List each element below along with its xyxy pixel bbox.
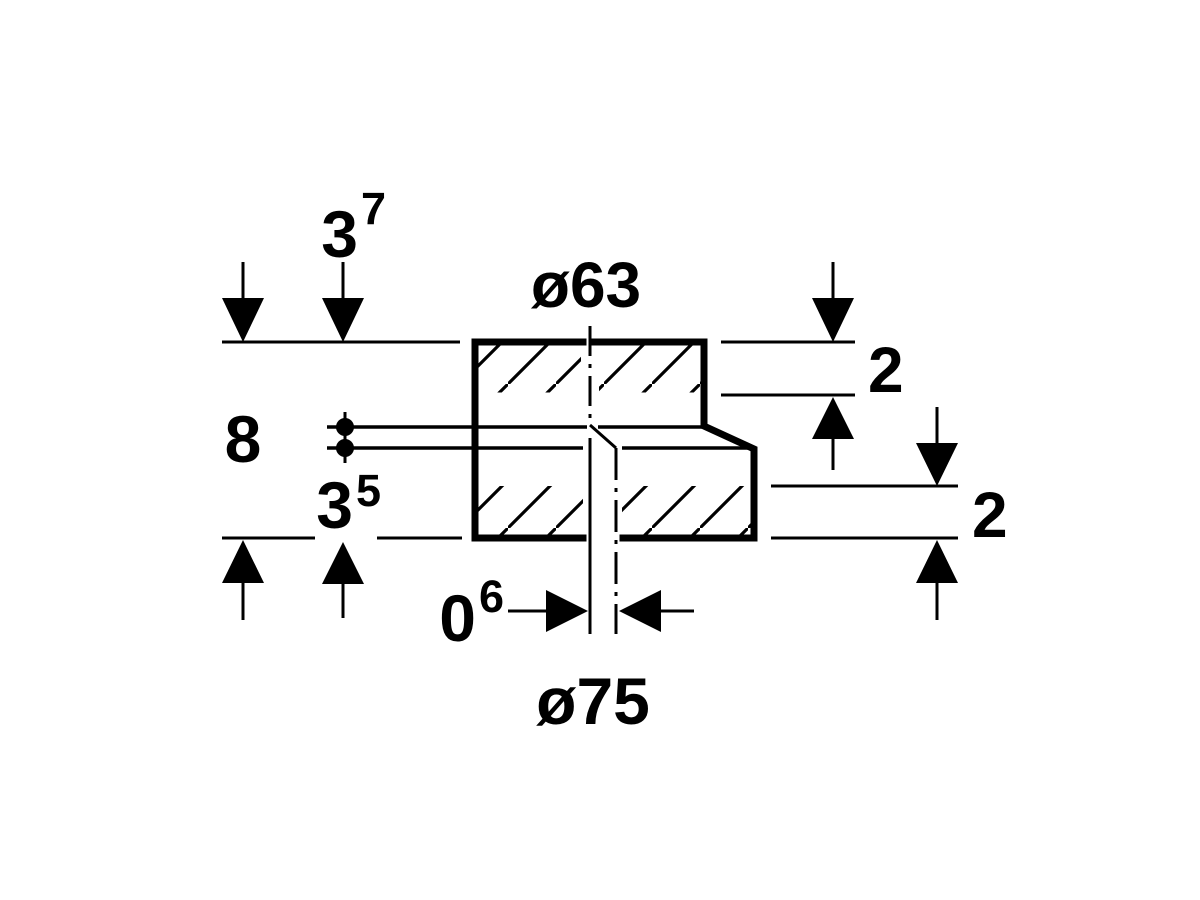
dim-dot-upper (336, 418, 354, 436)
arrow-up-depth-bottom (916, 540, 958, 620)
interior-step-lines (327, 425, 751, 450)
arrow-up-35 (322, 542, 364, 618)
label-dim-06-sup: 6 (479, 571, 504, 622)
label-dim-37-sup: 7 (361, 183, 386, 234)
arrow-left-offset (619, 590, 661, 632)
arrow-up-depth-top (812, 397, 854, 470)
label-dim-35-base: 3 (316, 468, 353, 542)
arrow-right-offset (546, 590, 588, 632)
label-dim-8: 8 (225, 402, 262, 476)
dimension-lines (222, 340, 958, 613)
label-dia-75: ø75 (536, 664, 650, 738)
body-outline-left (471, 338, 587, 542)
label-dim-2-top: 2 (868, 334, 904, 406)
label-dim-06-base: 0 (439, 581, 476, 655)
dimension-labels: 3 7 8 3 5 ø63 2 2 0 6 ø75 (225, 183, 1008, 738)
arrow-down-total-top (222, 262, 264, 342)
centerline-jog (589, 423, 617, 450)
arrow-down-depth-top (812, 262, 854, 342)
label-dia-63: ø63 (531, 249, 641, 321)
arrow-down-depth-bottom (916, 407, 958, 486)
body-outline-right (591, 338, 758, 542)
arrow-up-total-bottom (222, 540, 264, 620)
centerline-halo-top (581, 344, 599, 393)
label-dim-2-bottom: 2 (972, 479, 1008, 551)
label-dim-35-sup: 5 (356, 465, 381, 516)
dimension-arrows (222, 262, 958, 632)
centerlines (588, 326, 618, 634)
body-outline (471, 338, 758, 542)
arrow-down-37 (322, 262, 364, 342)
label-dim-37-base: 3 (321, 197, 358, 271)
dim-dot-lower (336, 439, 354, 457)
